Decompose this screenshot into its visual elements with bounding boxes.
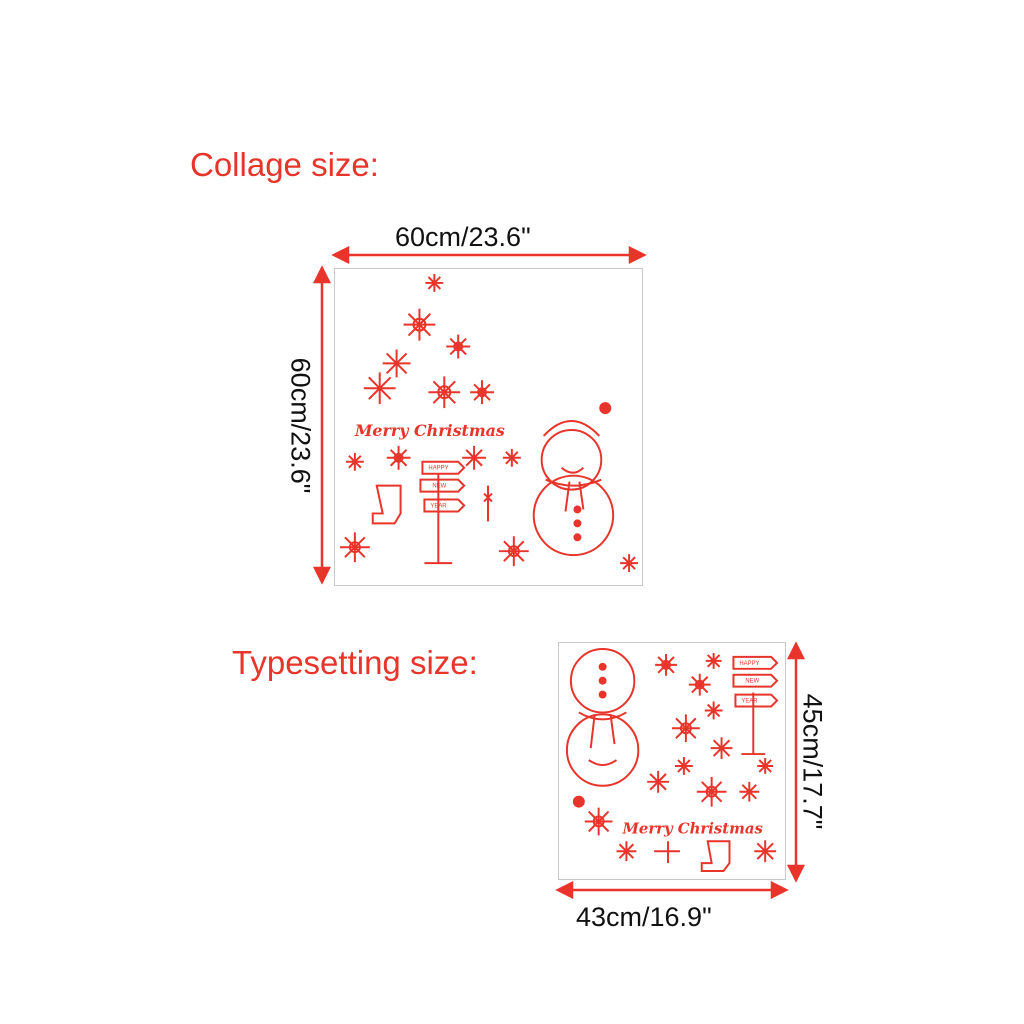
snowflake-icon [672, 714, 700, 743]
snowflake-icon [462, 445, 487, 470]
arrow-icon [555, 880, 789, 900]
collage-greeting: Merry Christmas [354, 421, 505, 440]
stocking-icon [700, 840, 731, 873]
collage-artwork: Merry Christmas HAPPY NEW YEAR [339, 273, 639, 573]
snowflake-icon [339, 532, 370, 563]
candy-icon [483, 485, 493, 522]
snowflake-icon [345, 452, 364, 471]
snowflake-icon [710, 737, 733, 760]
snowflake-icon [403, 308, 436, 341]
arrow-icon [312, 265, 332, 585]
snowflake-icon [647, 770, 670, 793]
snowflake-icon [446, 334, 471, 359]
snowflake-icon [705, 652, 722, 669]
snowman-icon [532, 402, 615, 557]
snowman-icon [565, 648, 640, 808]
collage-width-label: 60cm/23.6" [395, 222, 531, 252]
snowflake-icon [428, 376, 461, 409]
snowflake-icon [739, 781, 760, 802]
sign-line-year: YEAR [741, 699, 758, 705]
sign-line-happy: HAPPY [428, 466, 448, 472]
typesetting-width-label: 43cm/16.9" [576, 902, 712, 932]
sign-line-year: YEAR [430, 503, 447, 509]
snowflake-icon [674, 757, 693, 775]
typesetting-size-heading: Typesetting size: [232, 644, 478, 681]
sign-line-new: NEW [745, 679, 759, 685]
snowflake-icon [386, 445, 411, 470]
typesetting-artwork: Merry Christmas HAPPY NEW YEAR [565, 648, 779, 873]
collage-size-heading: Collage size: [190, 146, 379, 183]
typesetting-greeting: Merry Christmas [621, 819, 763, 837]
typesetting-height-label: 45cm/17.7" [797, 693, 828, 830]
snowflake-icon [688, 673, 711, 696]
collage-height-label: 60cm/23.6" [285, 357, 316, 494]
snowflake-icon [757, 758, 774, 774]
snowflake-icon [696, 776, 727, 807]
snowflake-icon [616, 841, 637, 862]
snowflake-icon [655, 653, 677, 676]
snowflake-icon [382, 349, 411, 378]
signpost-icon [732, 655, 779, 756]
snowflake-icon [425, 273, 444, 292]
snowflake-icon [363, 372, 396, 405]
snowflake-icon [754, 840, 777, 863]
sign-line-new: NEW [432, 484, 446, 490]
sign-line-happy: HAPPY [739, 661, 759, 667]
collage-preview: Merry Christmas HAPPY NEW YEAR [334, 268, 643, 586]
typesetting-preview: Merry Christmas HAPPY NEW YEAR [558, 642, 786, 880]
signpost-icon [419, 460, 466, 565]
snowflake-icon [704, 701, 723, 720]
stocking-icon [371, 484, 402, 525]
snowflake-icon [502, 448, 521, 467]
snowflake-icon [620, 554, 639, 573]
snowflake-icon [584, 807, 613, 836]
candy-icon [654, 841, 680, 864]
snowflake-icon [498, 536, 529, 567]
snowflake-icon [470, 380, 494, 405]
